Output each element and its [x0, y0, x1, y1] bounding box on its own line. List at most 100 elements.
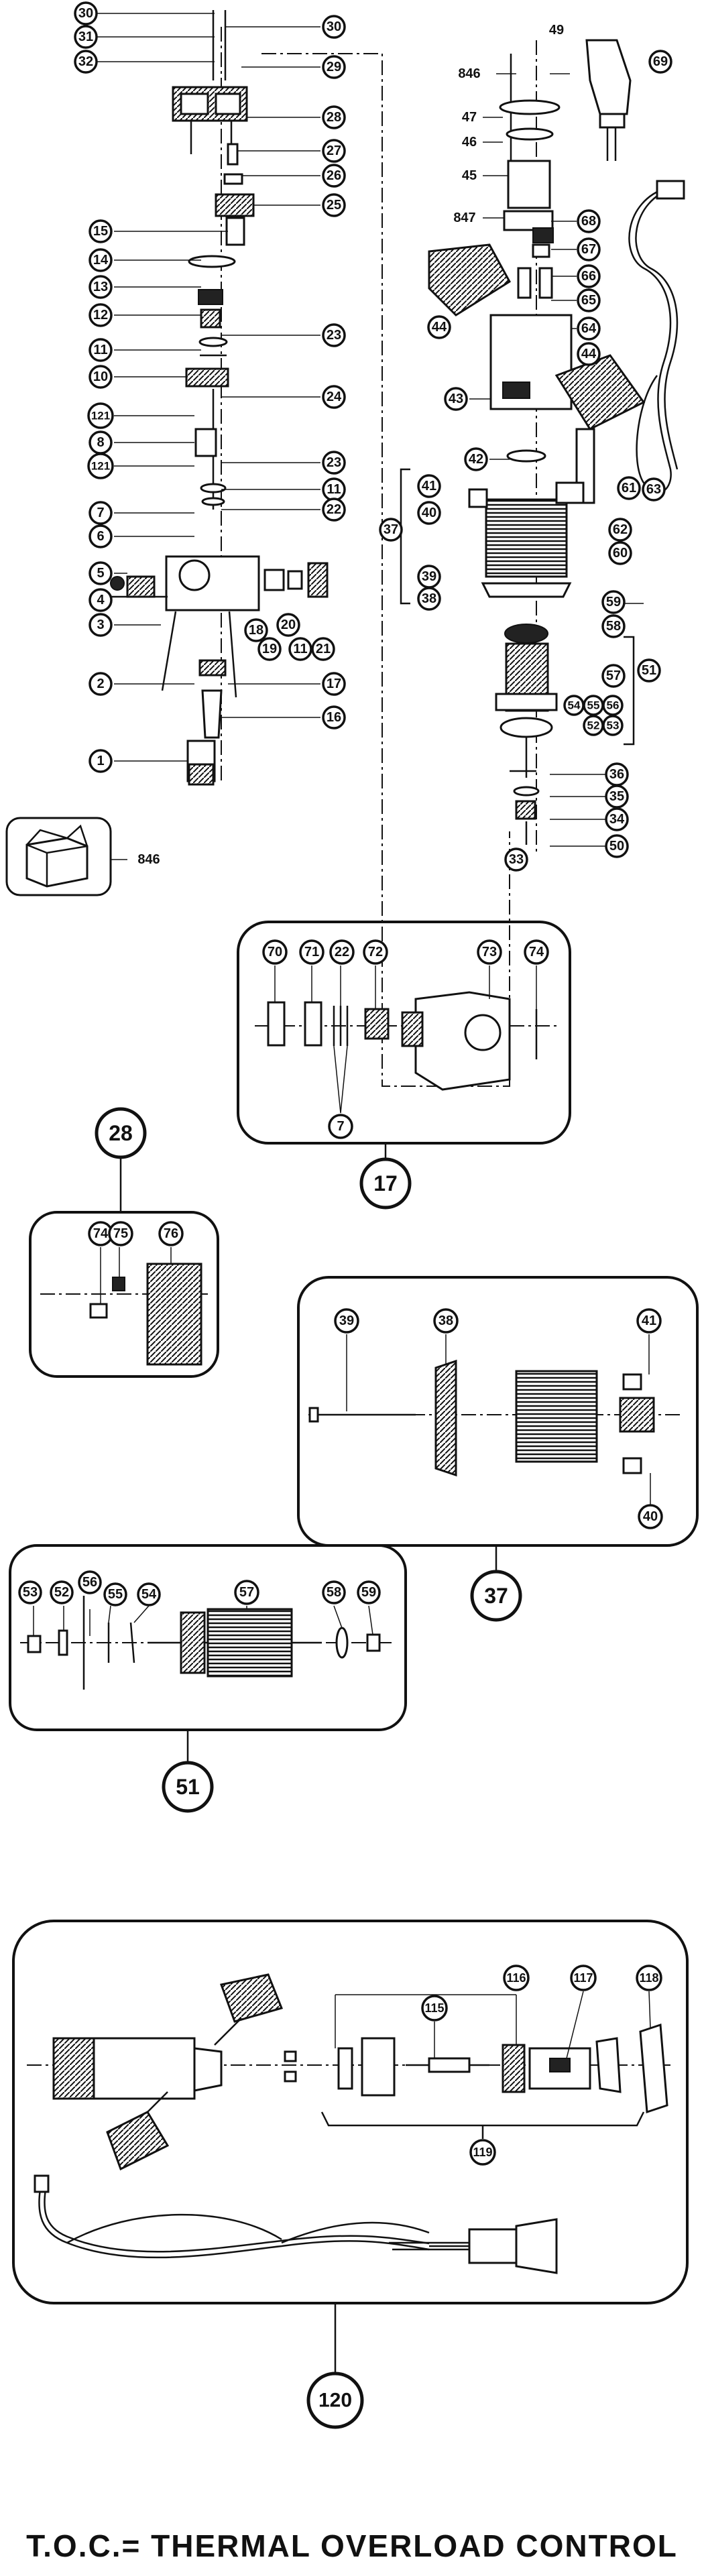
- svg-text:19: 19: [262, 642, 277, 656]
- svg-text:44: 44: [432, 320, 447, 335]
- callout-45: 45: [462, 168, 477, 183]
- callout-846-top: 846: [458, 66, 480, 81]
- svg-text:40: 40: [422, 506, 436, 520]
- callout-33: 33: [504, 847, 528, 872]
- callout-47: 47: [462, 110, 477, 125]
- callout-18: 18: [244, 618, 268, 642]
- callout-59: 59: [601, 590, 626, 614]
- svg-text:32: 32: [78, 54, 93, 69]
- svg-text:38: 38: [422, 591, 436, 606]
- callout-76: 76: [158, 1221, 184, 1246]
- callout-55: 55: [583, 695, 604, 716]
- callout-42: 42: [464, 447, 488, 471]
- armature: [495, 624, 635, 778]
- callout-15: 15: [89, 219, 113, 243]
- svg-text:118: 118: [639, 1971, 658, 1985]
- callout-118: 118: [636, 1965, 662, 1991]
- callout-37-main: 37: [379, 518, 403, 542]
- svg-text:52: 52: [587, 719, 600, 732]
- svg-text:12: 12: [93, 308, 108, 323]
- callout-11a: 11: [89, 338, 113, 362]
- callout-59-d51: 59: [357, 1580, 381, 1604]
- svg-text:60: 60: [613, 546, 628, 561]
- callout-66: 66: [577, 264, 601, 288]
- callout-14: 14: [89, 248, 113, 272]
- callout-17: 17: [322, 672, 346, 696]
- callouts-right: 49 846 69 47 46 45 847 68 67 66 65 44 64…: [379, 23, 672, 872]
- callout-60: 60: [608, 541, 632, 565]
- svg-text:66: 66: [581, 269, 596, 284]
- svg-text:56: 56: [82, 1575, 97, 1590]
- callout-46: 46: [462, 135, 477, 150]
- svg-text:54: 54: [141, 1587, 157, 1602]
- svg-text:75: 75: [113, 1226, 128, 1241]
- callout-44b: 44: [577, 342, 601, 366]
- svg-text:73: 73: [482, 945, 497, 959]
- svg-text:74: 74: [93, 1226, 109, 1241]
- svg-text:72: 72: [368, 945, 383, 959]
- callout-34: 34: [605, 807, 629, 831]
- svg-text:11: 11: [93, 343, 107, 357]
- callout-121b: 121: [87, 453, 114, 479]
- svg-text:26: 26: [327, 168, 341, 183]
- callout-119: 119: [469, 2139, 496, 2166]
- cord-and-plug: [585, 39, 685, 493]
- svg-text:1: 1: [97, 754, 104, 768]
- callout-38-d37: 38: [433, 1308, 459, 1334]
- callout-57-d51: 57: [234, 1580, 259, 1605]
- handle-assembly: [172, 10, 255, 246]
- callout-30b: 30: [322, 15, 346, 39]
- svg-text:53: 53: [23, 1585, 38, 1600]
- callout-38-main: 38: [417, 587, 441, 611]
- svg-text:53: 53: [607, 719, 620, 732]
- callout-54: 54: [563, 695, 585, 716]
- callout-51-main: 51: [637, 658, 661, 683]
- svg-text:51: 51: [176, 1775, 200, 1799]
- callout-40-d37: 40: [638, 1504, 663, 1529]
- svg-text:42: 42: [469, 452, 483, 467]
- svg-text:5: 5: [97, 566, 104, 581]
- callout-23b: 23: [322, 451, 346, 475]
- gear-housing: [101, 555, 329, 698]
- callout-53-d51: 53: [18, 1580, 42, 1604]
- svg-text:28: 28: [109, 1121, 133, 1145]
- svg-text:115: 115: [424, 2001, 444, 2015]
- callout-49: 49: [549, 23, 564, 38]
- svg-text:6: 6: [97, 529, 104, 544]
- svg-text:59: 59: [361, 1585, 376, 1600]
- svg-text:74: 74: [529, 945, 544, 959]
- svg-text:29: 29: [327, 60, 341, 74]
- svg-text:117: 117: [573, 1971, 593, 1985]
- detail-label-17: 17: [359, 1157, 412, 1210]
- callout-6: 6: [89, 524, 113, 548]
- callout-20: 20: [276, 613, 300, 637]
- callout-11b: 11: [322, 477, 346, 502]
- svg-text:69: 69: [653, 54, 668, 69]
- svg-text:35: 35: [609, 789, 624, 804]
- callout-67: 67: [577, 237, 601, 261]
- svg-text:23: 23: [327, 455, 341, 470]
- detail-label-37: 37: [470, 1570, 522, 1622]
- callout-41-d37: 41: [636, 1308, 662, 1334]
- callout-115: 115: [421, 1995, 448, 2022]
- callout-21: 21: [311, 637, 335, 661]
- svg-text:23: 23: [327, 328, 341, 343]
- callout-7-d17: 7: [328, 1114, 353, 1139]
- svg-text:7: 7: [337, 1119, 344, 1134]
- svg-text:2: 2: [97, 677, 104, 691]
- detail-37: 39 38 41 40 37: [297, 1276, 699, 1622]
- svg-text:50: 50: [609, 839, 624, 854]
- lower-fittings: [510, 770, 540, 845]
- svg-text:64: 64: [581, 321, 597, 336]
- callout-74-d17: 74: [524, 939, 549, 965]
- svg-text:10: 10: [93, 369, 108, 384]
- callout-846-kit: 846: [137, 852, 160, 867]
- callout-19: 19: [257, 637, 282, 661]
- svg-text:41: 41: [642, 1313, 656, 1328]
- callout-26: 26: [322, 164, 346, 188]
- detail-120: 116 115 117 118 119 120: [12, 1920, 689, 2429]
- svg-text:39: 39: [339, 1313, 354, 1328]
- callout-53: 53: [602, 715, 624, 736]
- kit-box: 846: [5, 817, 160, 896]
